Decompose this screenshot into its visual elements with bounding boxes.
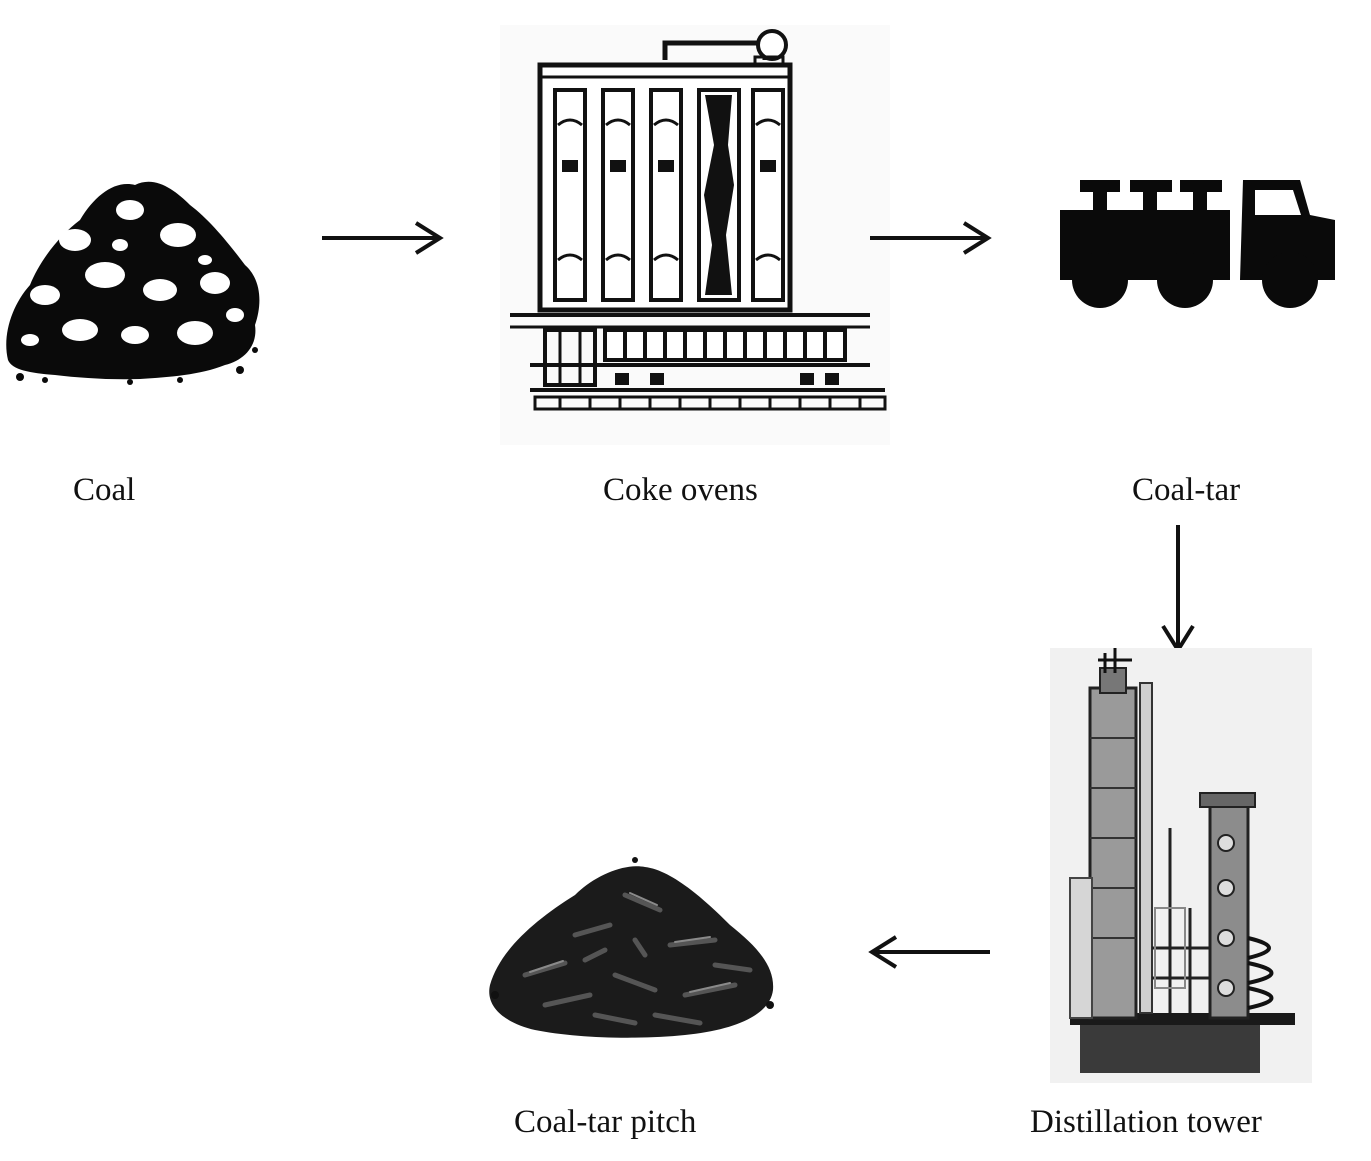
coal-tar-pitch-label: Coal-tar pitch — [514, 1104, 697, 1140]
coal-tar-node — [1055, 175, 1340, 315]
coal-pile-icon — [6, 181, 260, 385]
coke-ovens-label: Coke ovens — [603, 472, 758, 508]
tank-truck-icon — [1060, 180, 1335, 308]
distillation-tower-node — [1050, 648, 1312, 1083]
coke-oven-plant-icon — [500, 25, 890, 445]
arrow-coke-ovens-to-coal-tar — [870, 221, 992, 255]
coal-node — [0, 165, 270, 385]
distillation-tower-label: Distillation tower — [1030, 1104, 1262, 1140]
coal-tar-pitch-node — [485, 855, 780, 1045]
coke-ovens-node — [500, 25, 890, 445]
pitch-granules-icon — [489, 857, 774, 1038]
coal-tar-label: Coal-tar — [1132, 472, 1241, 508]
distillation-tower-icon — [1050, 648, 1312, 1083]
coal-label: Coal — [73, 472, 136, 508]
arrow-coal-to-coke-ovens — [322, 221, 444, 255]
arrow-coal-tar-to-distillation-tower — [1161, 525, 1195, 654]
arrow-distillation-tower-to-coal-tar-pitch — [868, 935, 990, 969]
